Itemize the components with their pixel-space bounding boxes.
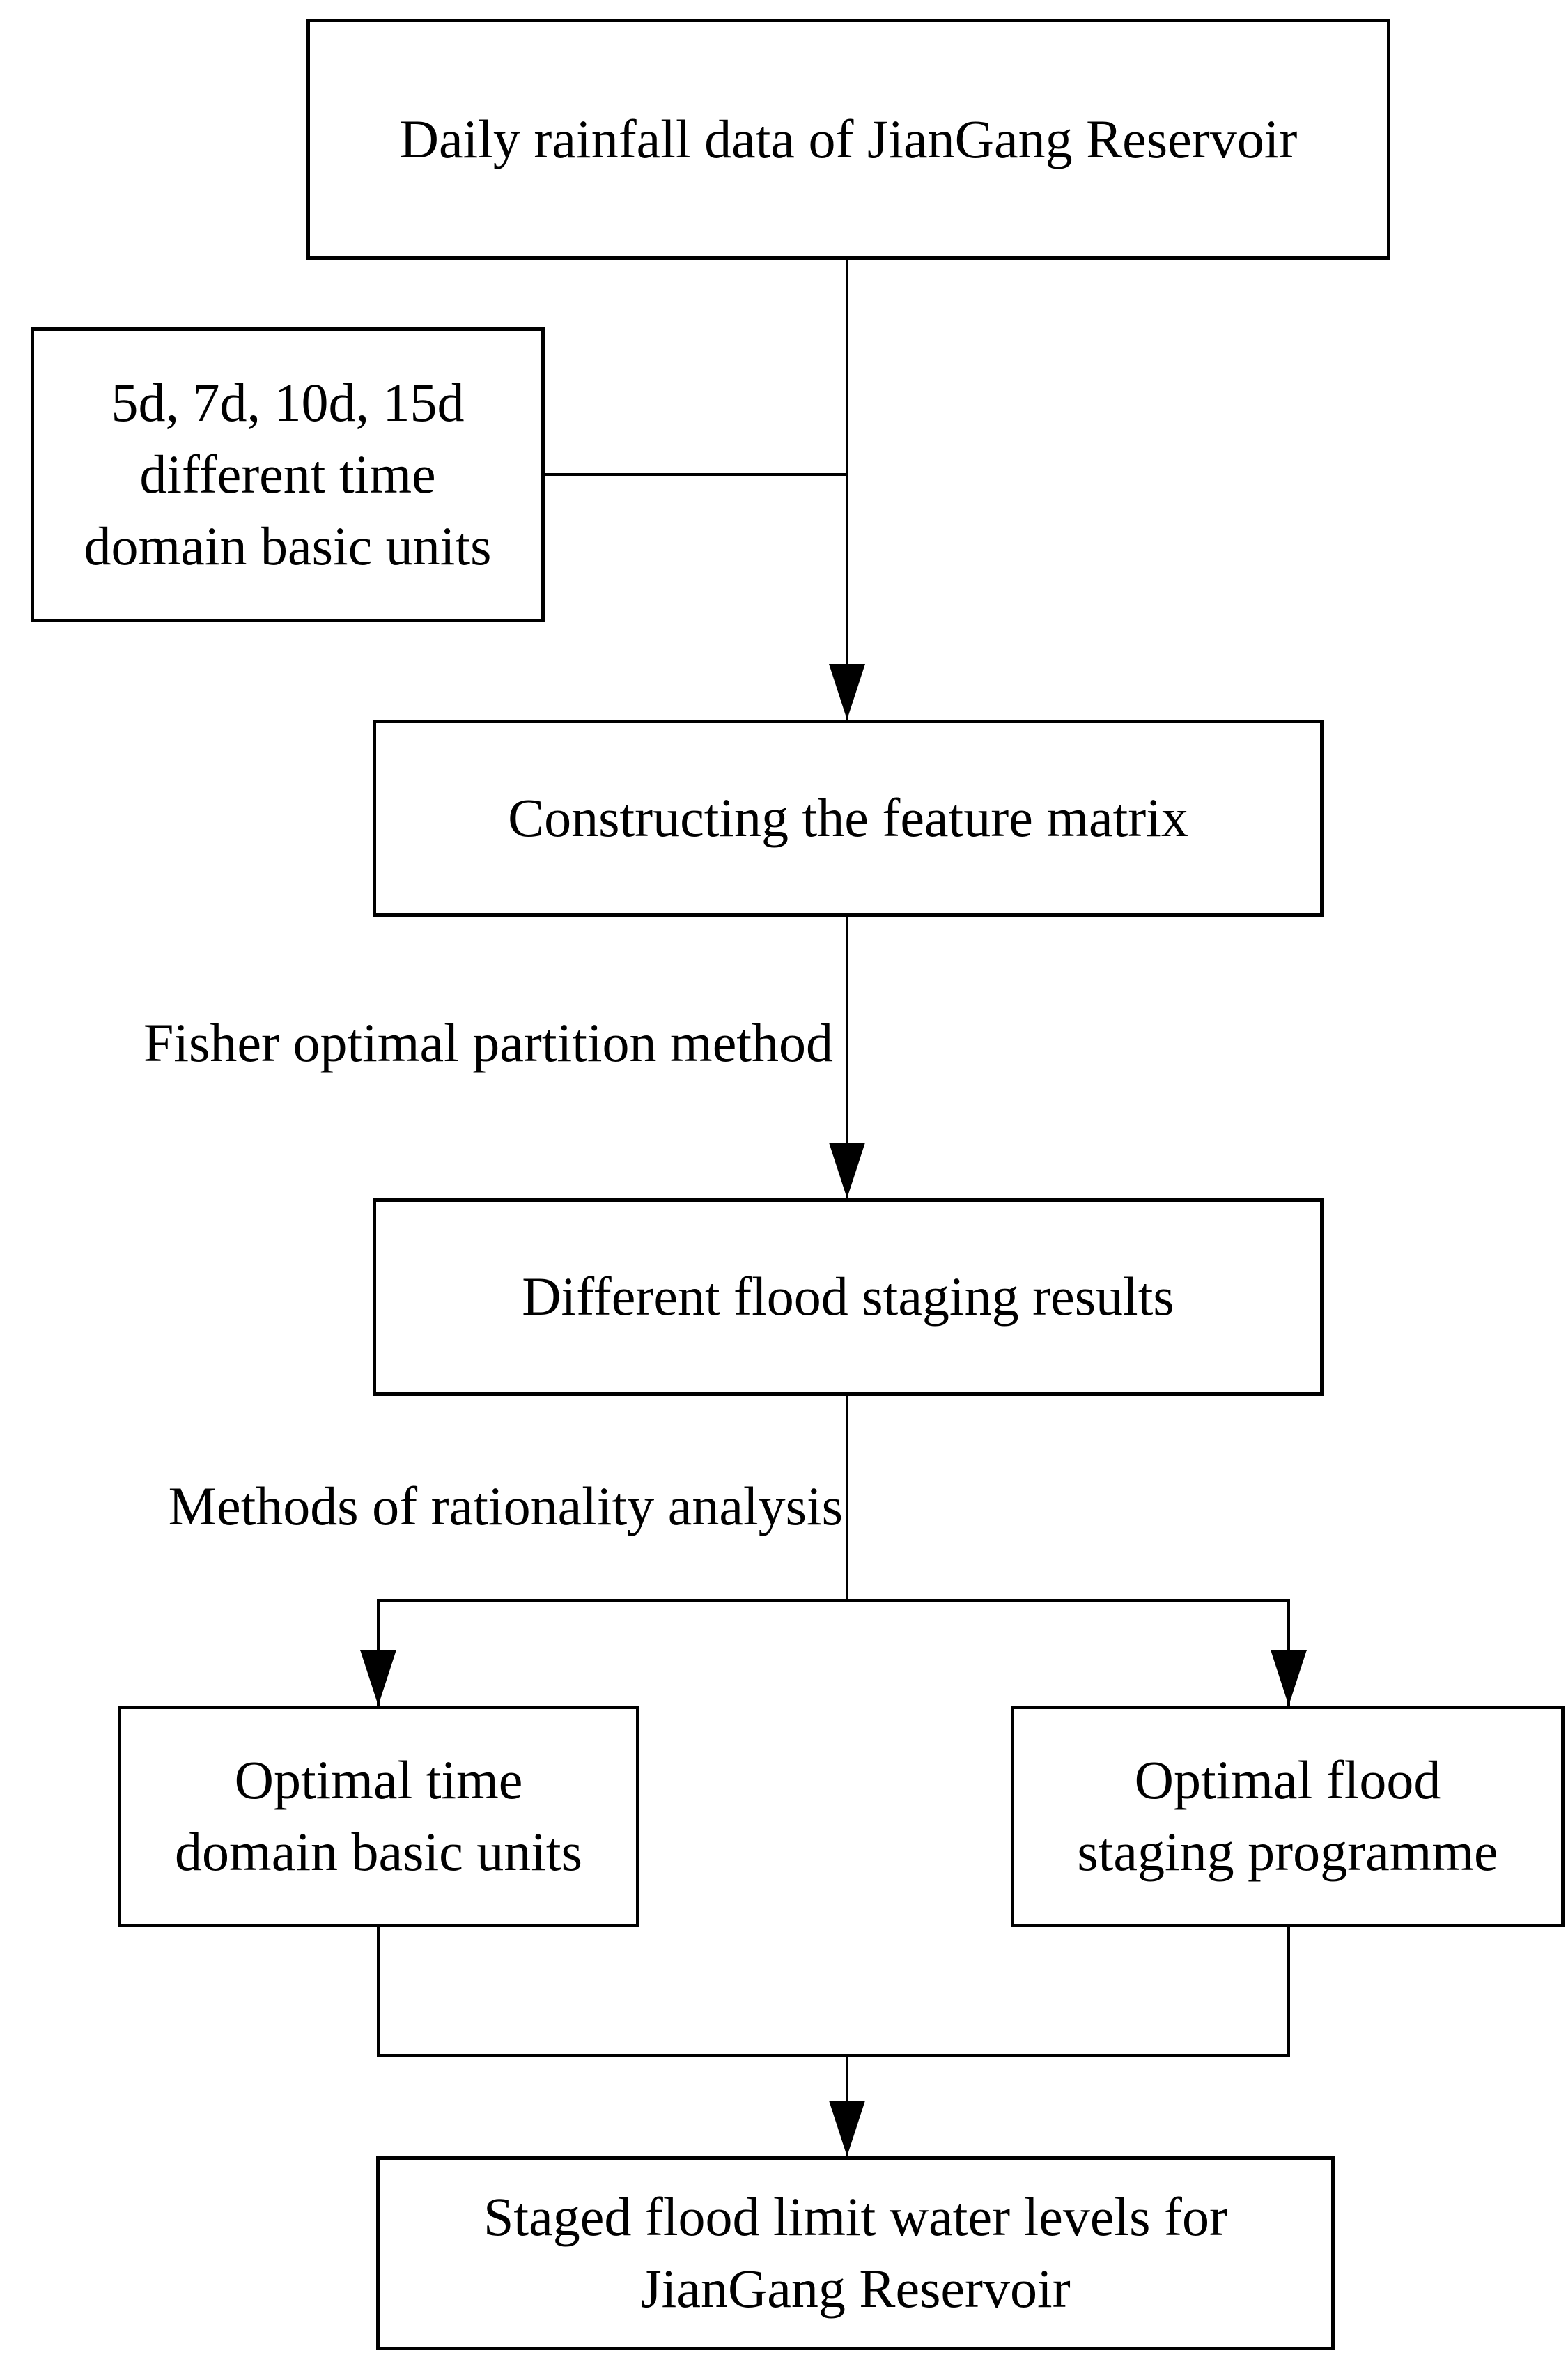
branch-line [377,1599,1290,1602]
node-time-domain-units-label: 5d, 7d, 10d, 15d different time domain b… [84,372,492,576]
edge-right-to-merge [1287,1926,1290,2057]
node-feature-matrix: Constructing the feature matrix [373,720,1324,917]
node-optimal-time-units: Optimal time domain basic units [118,1706,639,1927]
node-staged-limits-label: Staged flood limit water levels for Jian… [483,2186,1227,2319]
node-staging-results: Different flood staging results [373,1198,1324,1396]
node-daily-rainfall-label: Daily rainfall data of JianGang Reservoi… [399,108,1298,169]
arrow-down-icon-optimal-programme [1271,1650,1307,1706]
node-optimal-time-units-label: Optimal time domain basic units [175,1749,582,1882]
edge-staging-to-branch [846,1394,848,1600]
arrow-down-icon-feature [829,664,865,720]
edge-rainfall-to-feature [846,259,848,720]
node-time-domain-units: 5d, 7d, 10d, 15d different time domain b… [31,327,545,622]
node-optimal-staging-programme: Optimal flood staging programme [1011,1706,1565,1927]
node-daily-rainfall: Daily rainfall data of JianGang Reservoi… [306,19,1390,260]
edge-units-to-main [545,473,848,476]
edge-feature-to-staging [846,916,848,1198]
arrow-down-icon-optimal-units [360,1650,396,1706]
merge-line [377,2054,1290,2057]
node-optimal-staging-programme-label: Optimal flood staging programme [1077,1749,1498,1882]
node-feature-matrix-label: Constructing the feature matrix [508,787,1188,849]
node-staged-limits: Staged flood limit water levels for Jian… [376,2156,1335,2350]
arrow-down-icon-staging [829,1143,865,1198]
node-staging-results-label: Different flood staging results [522,1266,1174,1327]
edge-label-methods: Methods of rationality analysis [168,1476,843,1536]
edge-label-fisher: Fisher optimal partition method [143,1012,833,1073]
arrow-down-icon-staged-limits [829,2101,865,2156]
edge-left-to-merge [377,1926,380,2057]
